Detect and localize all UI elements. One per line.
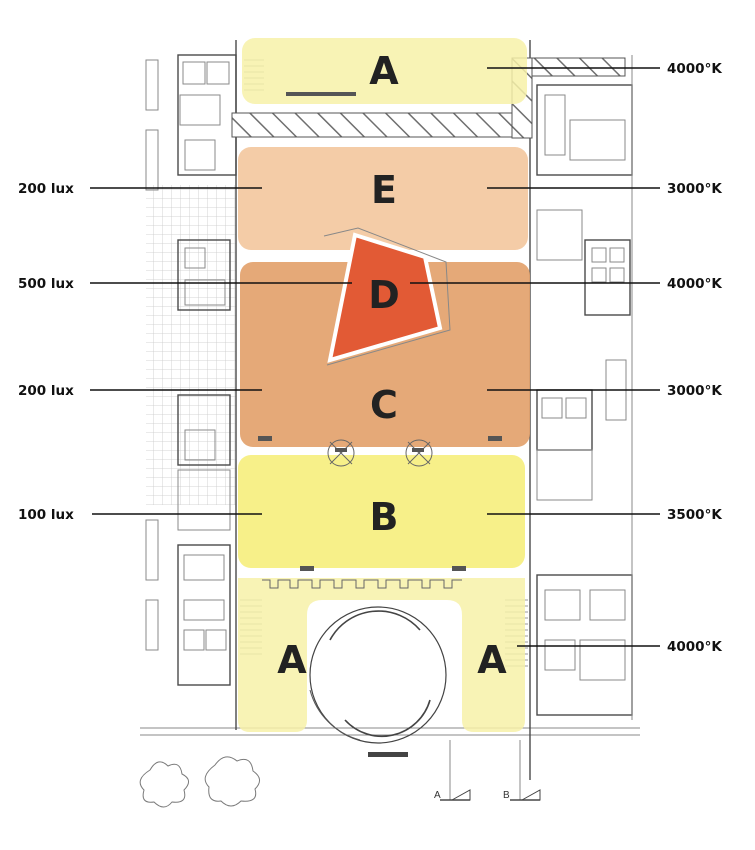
color-temp-label-a-top: 4000°K [667,61,722,77]
zone-b [238,455,525,568]
section-markers: A B [368,740,541,801]
zone-labels: A E D C B A A [277,49,507,682]
illuminance-callouts: 200 lux 500 lux 200 lux 100 lux [18,181,352,523]
rotunda-circle [309,606,447,744]
illuminance-label-c: 200 lux [18,383,74,399]
right-wing-rooms [536,55,633,720]
color-temp-label-d: 4000°K [667,276,722,292]
zone-label-a-top: A [369,49,399,93]
illuminance-label-b: 100 lux [18,507,74,523]
zone-d [327,232,443,363]
color-temp-label-b: 3500°K [667,507,722,523]
illuminance-label-d: 500 lux [18,276,74,292]
tree-symbols [139,756,260,808]
zone-label-a-right: A [477,638,507,682]
color-temperature-callouts: 4000°K 3000°K 4000°K 3000°K 3500°K 4000°… [410,61,722,655]
zone-a-top [242,38,527,104]
zone-a-bottom [238,578,525,732]
zone-e [238,147,528,250]
lighting-zones [238,38,530,732]
zone-c [240,262,530,447]
zone-label-c: C [370,383,398,427]
zone-label-b: B [370,495,399,539]
color-temp-label-c: 3000°K [667,383,722,399]
section-marker-a: A [434,790,441,801]
zone-label-a-left: A [277,638,307,682]
section-marker-b: B [503,790,510,801]
left-wing-rooms [140,40,640,780]
color-temp-label-e: 3000°K [667,181,722,197]
illuminance-label-e: 200 lux [18,181,74,197]
hatched-corridor [231,112,531,138]
paving-grid [146,185,236,505]
zone-label-e: E [371,168,397,212]
plan-overlay [258,92,502,744]
zone-label-d: D [368,273,400,317]
color-temp-label-a-bottom: 4000°K [667,639,722,655]
architectural-plan: A B [139,40,640,808]
